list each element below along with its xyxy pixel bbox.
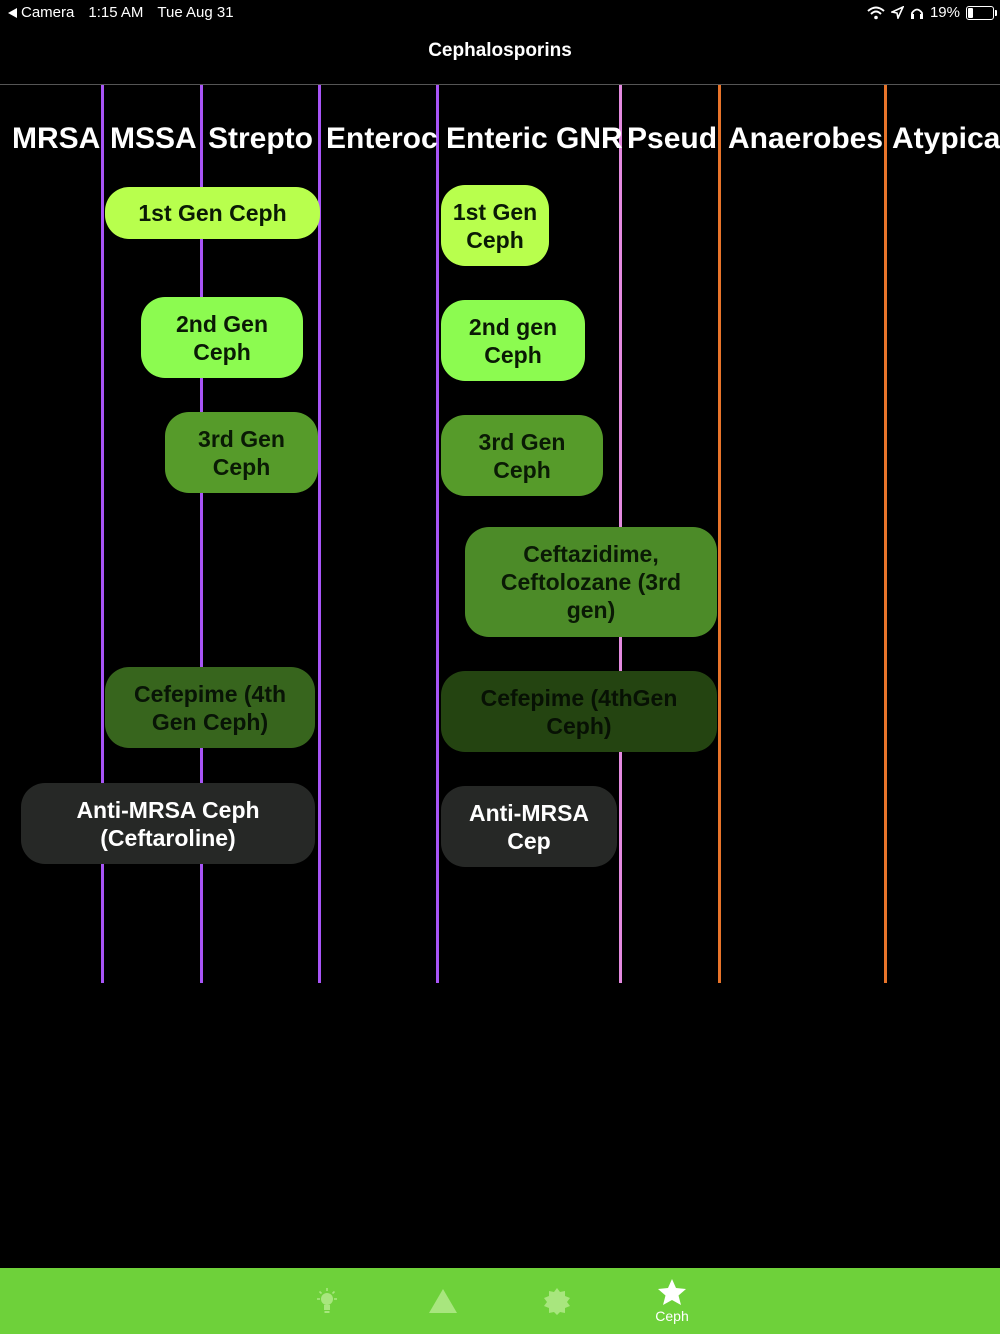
drug-pill-anti-mrsa-ceph[interactable]: Anti-MRSA Ceph (Ceftaroline): [21, 783, 315, 864]
drug-pill-cefepime-gnr[interactable]: Cefepime (4thGen Ceph): [441, 671, 717, 752]
page-title: Cephalosporins: [428, 40, 572, 61]
tab-badge[interactable]: [517, 1268, 597, 1334]
drug-pill-2nd-gen-ceph-gnr[interactable]: 2nd gen Ceph: [441, 300, 585, 381]
column-divider-line: [200, 85, 203, 983]
column-header-mrsa: MRSA: [12, 122, 101, 155]
tab-lightbulb[interactable]: [287, 1268, 367, 1334]
back-triangle-icon: [8, 7, 17, 18]
column-header-mssa: MSSA: [110, 122, 197, 155]
drug-pill-ceftazidime[interactable]: Ceftazidime, Ceftolozane (3rd gen): [465, 527, 717, 637]
column-divider-line: [718, 85, 721, 983]
column-divider-line: [318, 85, 321, 983]
column-header-enteric-gnr: Enteric GNR: [446, 122, 623, 155]
column-divider-line: [884, 85, 887, 983]
drug-pill-1st-gen-ceph-gnr[interactable]: 1st Gen Ceph: [441, 185, 549, 266]
column-divider-line: [101, 85, 104, 983]
status-bar: Camera 1:15 AM Tue Aug 31 19%: [0, 0, 1000, 26]
badge-icon: [544, 1288, 570, 1315]
triangle-icon: [429, 1289, 457, 1313]
drug-pill-anti-mrsa-cep[interactable]: Anti-MRSA Cep: [441, 786, 617, 867]
back-to-app[interactable]: Camera: [8, 4, 74, 21]
column-header-anaerobes: Anaerobes: [728, 122, 884, 155]
drug-pill-2nd-gen-ceph[interactable]: 2nd Gen Ceph: [141, 297, 303, 378]
nav-divider: [0, 84, 1000, 85]
wifi-icon: [867, 6, 885, 19]
drug-pill-1st-gen-ceph[interactable]: 1st Gen Ceph: [105, 187, 320, 239]
back-app-label: Camera: [21, 4, 75, 21]
tab-bar: Ceph: [0, 1268, 1000, 1334]
battery-percent: 19%: [929, 4, 960, 21]
status-time: 1:15 AM: [88, 4, 144, 21]
column-header-strepto: Strepto: [208, 122, 313, 155]
lightbulb-icon: [317, 1288, 337, 1313]
column-header-atypical: Atypical: [892, 122, 1000, 155]
drug-pill-3rd-gen-ceph[interactable]: 3rd Gen Ceph: [165, 412, 318, 493]
column-header-pseud: Pseud: [627, 122, 718, 155]
battery-icon: [966, 5, 997, 20]
headphones-icon: [910, 8, 923, 19]
tab-triangle[interactable]: [403, 1268, 483, 1334]
tab-ceph[interactable]: Ceph: [632, 1268, 712, 1334]
star-icon: [658, 1279, 686, 1305]
location-icon: [890, 6, 904, 19]
column-header-enteroc: Enteroc: [326, 122, 438, 155]
column-divider-line: [436, 85, 439, 983]
drug-pill-3rd-gen-ceph-gnr[interactable]: 3rd Gen Ceph: [441, 415, 603, 496]
tab-ceph-label: Ceph: [655, 1308, 689, 1324]
status-date: Tue Aug 31: [157, 4, 234, 21]
drug-pill-cefepime[interactable]: Cefepime (4th Gen Ceph): [105, 667, 315, 748]
